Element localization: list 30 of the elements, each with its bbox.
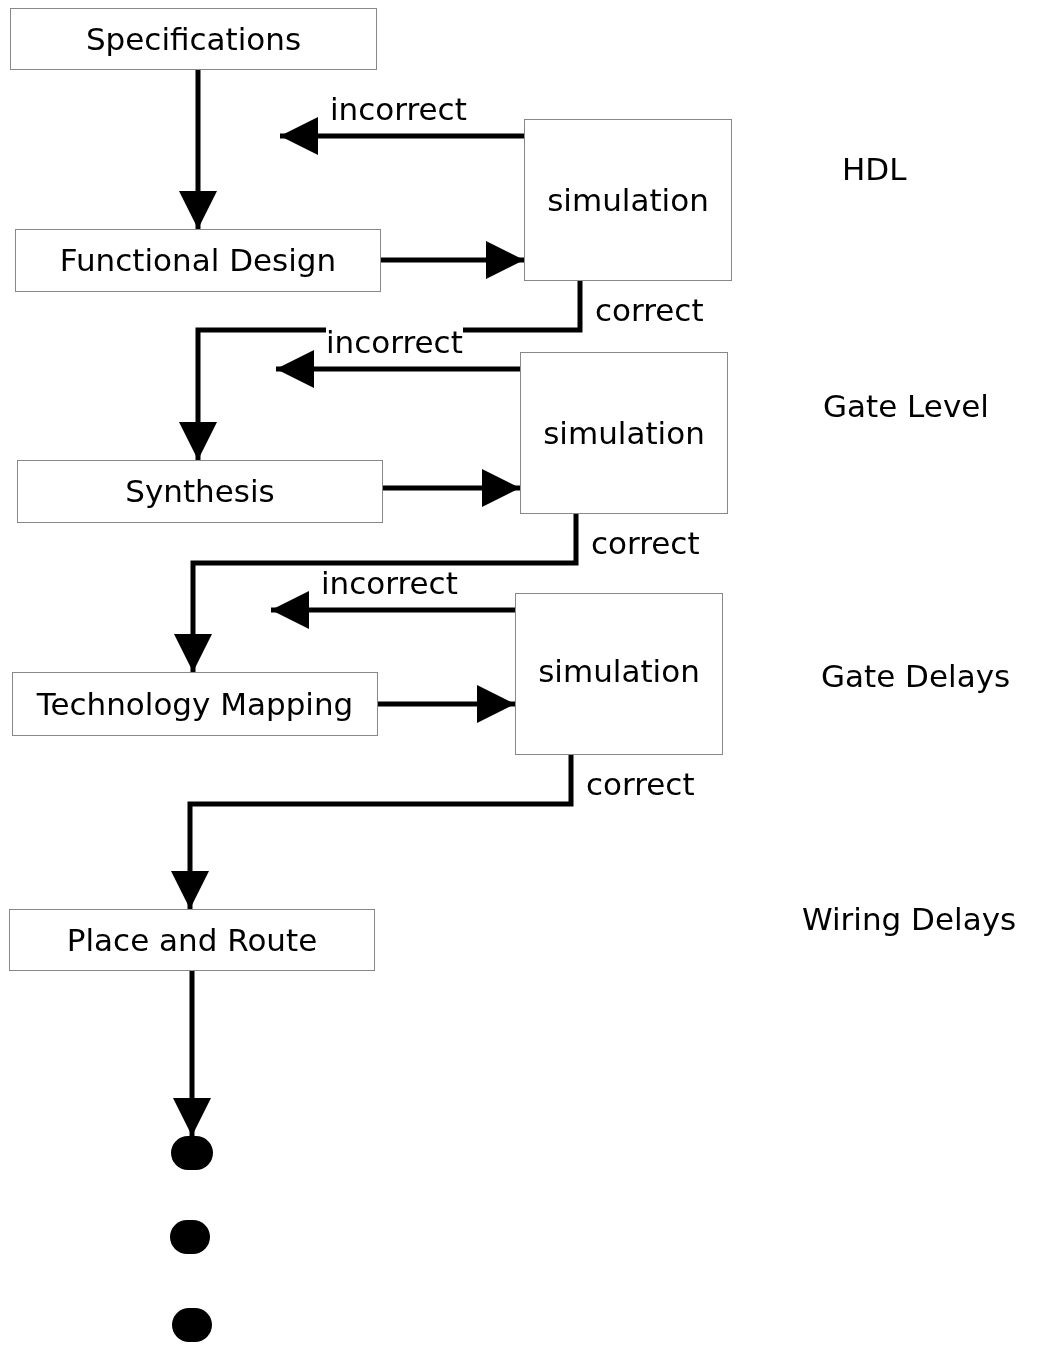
level-label: Gate Level — [823, 391, 989, 422]
process-box — [17, 460, 383, 523]
arrow — [179, 70, 217, 229]
box-label: simulation — [543, 417, 705, 449]
arrow — [383, 469, 520, 507]
simulation-box — [515, 593, 723, 755]
arrow — [280, 117, 524, 155]
arrow — [276, 350, 520, 388]
box-label: Place and Route — [66, 924, 318, 956]
arrow — [378, 685, 515, 723]
arrow — [173, 971, 211, 1136]
box-label: simulation — [538, 656, 700, 687]
level-label: Gate Delays — [821, 661, 1011, 692]
level-label: HDL — [842, 154, 907, 185]
arrow — [381, 241, 524, 279]
process-box — [10, 8, 377, 70]
box-label: Specifications — [85, 23, 302, 55]
arrow — [174, 514, 579, 672]
arrow — [271, 591, 515, 629]
box-label: simulation — [547, 184, 709, 216]
box-label: Technology Mapping — [36, 688, 354, 720]
simulation-box — [520, 352, 728, 514]
simulation-box — [524, 119, 732, 281]
process-box — [12, 672, 378, 736]
level-label: Wiring Delays — [802, 904, 1017, 935]
process-box — [15, 229, 381, 292]
process-box — [9, 909, 375, 971]
box-label: Synthesis — [125, 476, 275, 507]
box-label: Functional Design — [59, 245, 337, 276]
arrow — [171, 755, 574, 909]
